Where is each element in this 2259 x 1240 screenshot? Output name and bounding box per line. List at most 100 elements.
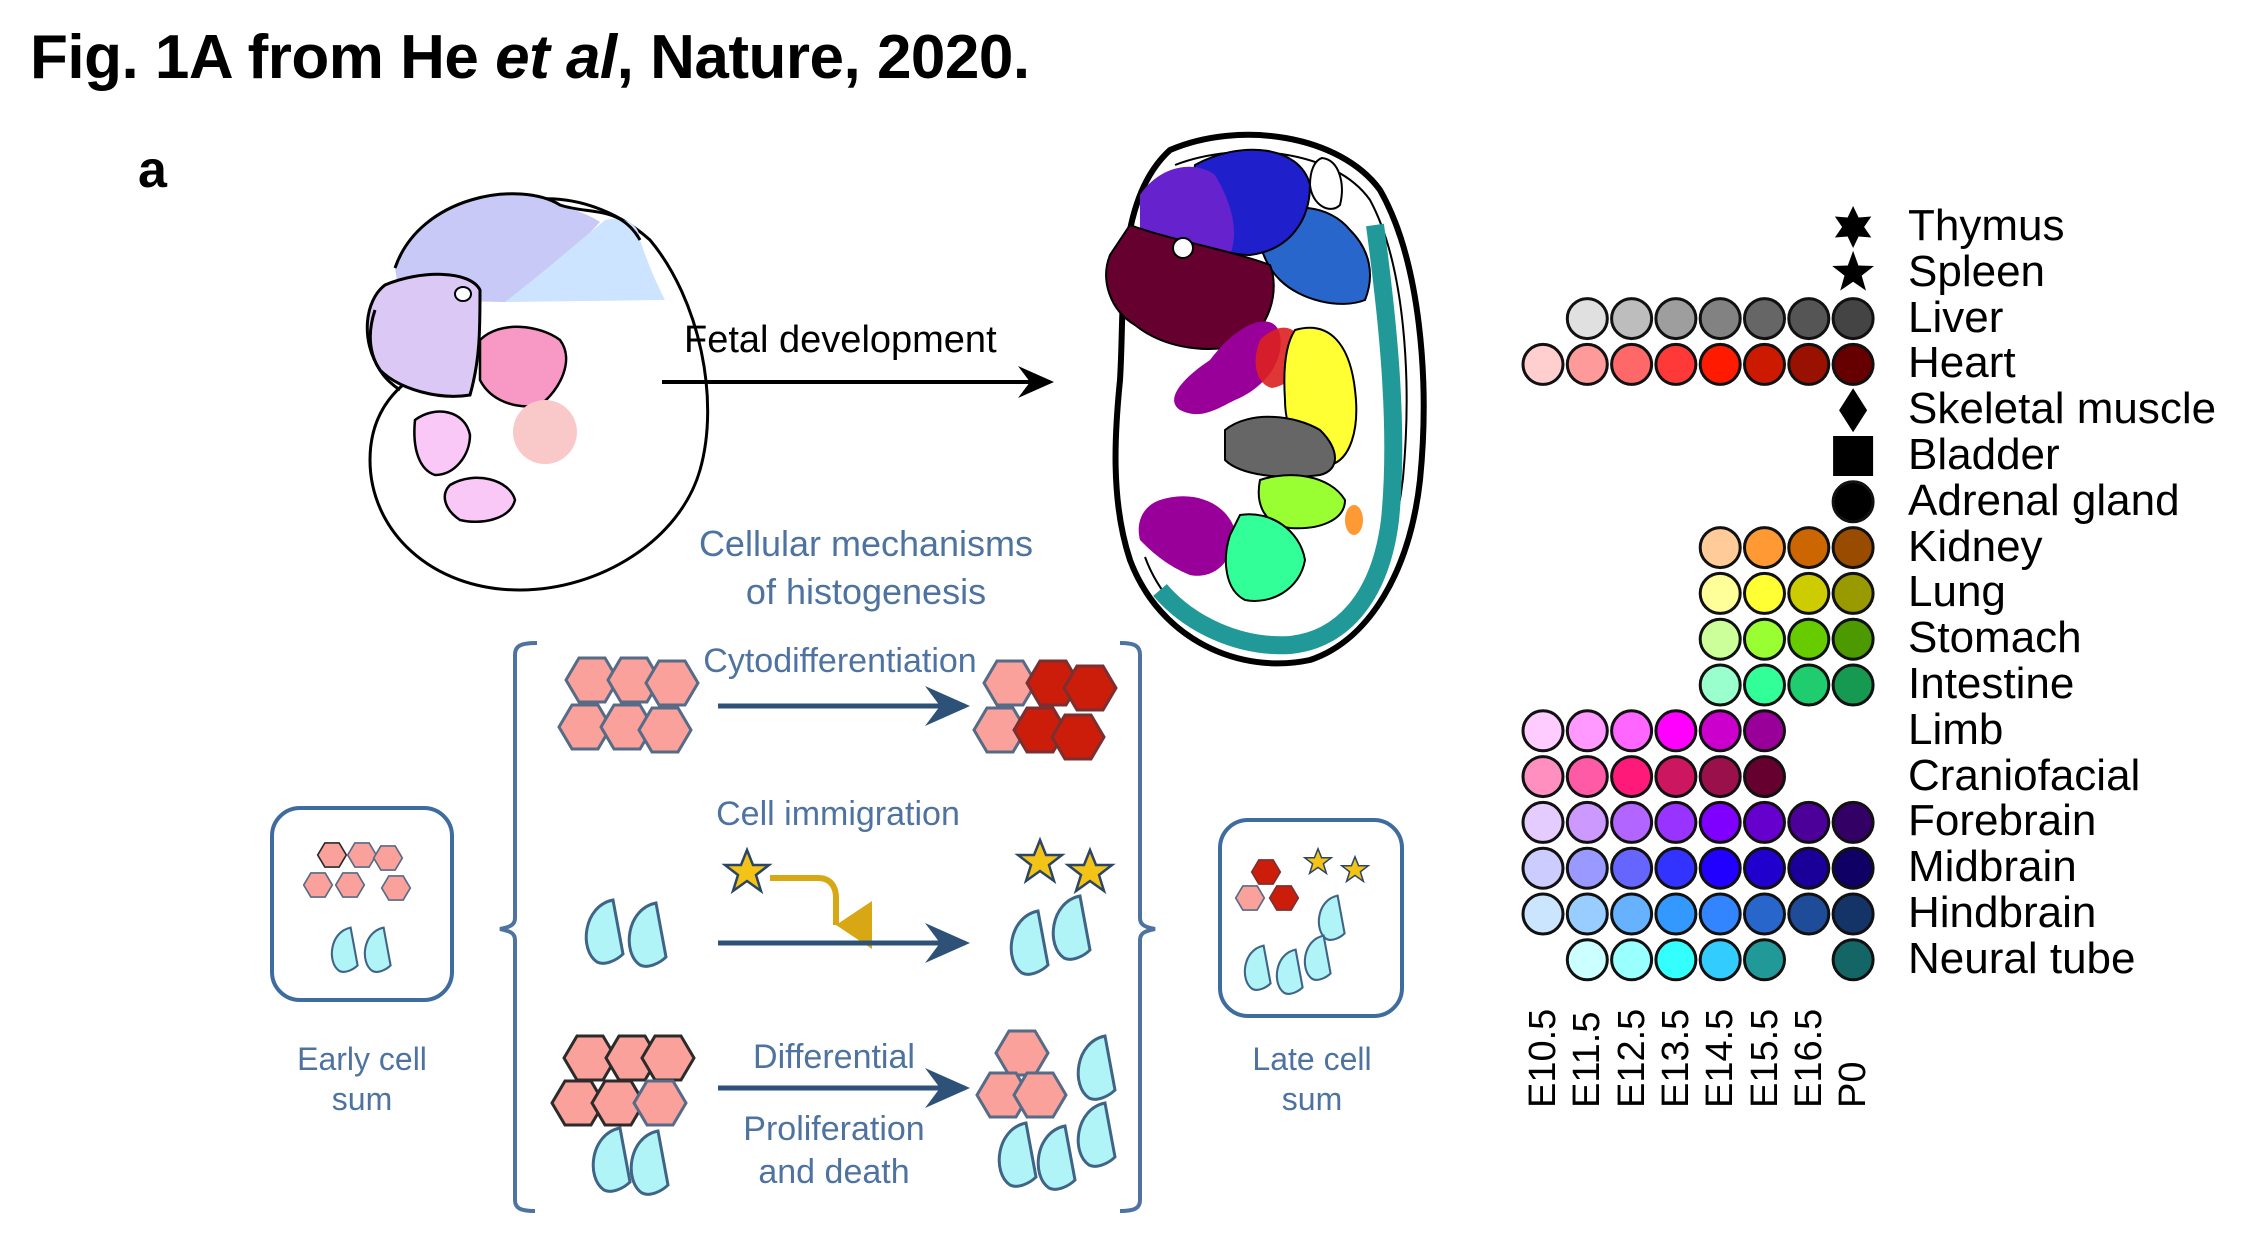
row-label-forebrain: Forebrain	[1908, 796, 2097, 846]
cell-immigration-after-cells	[1009, 838, 1114, 976]
dot-forebrain-e13-5	[1654, 800, 1698, 844]
x-tick-e15-5: E15.5	[1743, 1008, 1786, 1108]
row-label-hindbrain: Hindbrain	[1908, 888, 2097, 938]
dot-forebrain-e16-5	[1787, 800, 1831, 844]
dot-liver-e11-5	[1565, 297, 1609, 341]
dot-intestine-e14-5	[1698, 663, 1742, 707]
dot-neural-tube-e14-5	[1698, 938, 1742, 982]
dot-kidney-p0	[1831, 526, 1875, 570]
dot-heart-e16-5	[1787, 342, 1831, 386]
dot-forebrain-e14-5	[1698, 800, 1742, 844]
late-fetus-illustration	[1105, 131, 1427, 667]
x-tick-e16-5: E16.5	[1787, 1008, 1830, 1108]
dot-craniofacial-e13-5	[1654, 755, 1698, 799]
organ-stage-dot-chart	[1521, 206, 1875, 982]
dot-liver-e12-5	[1610, 297, 1654, 341]
dot-forebrain-e15-5	[1743, 800, 1786, 844]
dot-heart-e11-5	[1565, 342, 1609, 386]
dot-hindbrain-e12-5	[1610, 892, 1654, 936]
row-label-lung: Lung	[1908, 567, 2006, 617]
late-cell-sum-label-line2: sum	[1282, 1081, 1342, 1117]
late-cell-sum-box	[1218, 818, 1404, 1018]
fetus-hindlimb	[1138, 496, 1235, 576]
row-label-liver: Liver	[1908, 292, 2004, 342]
dot-neural-tube-e11-5	[1565, 938, 1609, 982]
dot-limb-e10-5	[1521, 709, 1565, 753]
dot-liver-e15-5	[1743, 297, 1786, 341]
proliferation-after-cells	[975, 1029, 1117, 1191]
fetus-liver	[1224, 415, 1336, 478]
dot-liver-e14-5	[1698, 297, 1742, 341]
embryo-heart-region	[478, 325, 568, 408]
x-tick-e12-5: E12.5	[1610, 1008, 1653, 1108]
row-label-craniofacial: Craniofacial	[1908, 750, 2141, 800]
fetus-forelimb	[1174, 321, 1281, 415]
dot-forebrain-p0	[1831, 800, 1875, 844]
immigration-path-arrow	[770, 875, 872, 949]
dot-craniofacial-e12-5	[1610, 755, 1654, 799]
dot-lung-p0	[1831, 571, 1875, 615]
dot-limb-e11-5	[1565, 709, 1609, 753]
dot-midbrain-e16-5	[1787, 846, 1831, 890]
embryo-hindlimb	[443, 476, 517, 524]
title-italic: et al	[495, 23, 617, 92]
dot-stomach-e15-5	[1743, 617, 1786, 661]
mechanisms-panel: Cellular mechanisms of histogenesis Cyto…	[270, 523, 1404, 1213]
embryo-head	[365, 272, 482, 398]
dot-neural-tube-e13-5	[1654, 938, 1698, 982]
row-label-heart: Heart	[1908, 338, 2016, 388]
title-suffix: , Nature, 2020.	[616, 23, 1030, 92]
row-label-intestine: Intestine	[1908, 659, 2075, 709]
cell-immigration-label: Cell immigration	[716, 795, 960, 833]
dot-limb-e12-5	[1610, 709, 1654, 753]
dot-skeletal-muscle-p0	[1839, 388, 1868, 433]
fetus-kidney	[1345, 505, 1363, 535]
figure-title: Fig. 1A from He et al, Nature, 2020.	[30, 22, 1030, 93]
embryo-liver-region	[513, 400, 577, 464]
dot-forebrain-e12-5	[1610, 800, 1654, 844]
row-label-kidney: Kidney	[1908, 521, 2043, 571]
dot-midbrain-e14-5	[1698, 846, 1742, 890]
differential-label: Differential	[753, 1038, 915, 1076]
dot-midbrain-p0	[1831, 846, 1875, 890]
cell-immigration-before-cells	[584, 898, 668, 968]
cytodifferentiation-label: Cytodifferentiation	[703, 642, 976, 680]
dot-lung-e15-5	[1743, 571, 1786, 615]
late-cell-sum-label-line1: Late cell	[1252, 1041, 1371, 1077]
title-prefix: Fig. 1A from He	[30, 23, 496, 92]
dot-neural-tube-e15-5	[1743, 938, 1786, 982]
dot-hindbrain-e14-5	[1698, 892, 1742, 936]
fetus-eye	[1172, 237, 1194, 259]
row-label-thymus: Thymus	[1908, 201, 2065, 251]
early-cell-sum-box	[270, 806, 454, 1002]
row-label-neural-tube: Neural tube	[1908, 933, 2136, 983]
dot-hindbrain-e13-5	[1654, 892, 1698, 936]
dot-stomach-e14-5	[1698, 617, 1742, 661]
dot-craniofacial-e10-5	[1521, 755, 1565, 799]
x-tick-e11-5: E11.5	[1566, 1011, 1609, 1108]
row-label-midbrain: Midbrain	[1908, 842, 2077, 892]
dot-midbrain-e13-5	[1654, 846, 1698, 890]
panel-label: a	[138, 141, 167, 199]
embryo-forelimb	[413, 410, 472, 477]
dot-liver-e13-5	[1654, 297, 1698, 341]
fetus-intestine	[1224, 513, 1307, 602]
dot-craniofacial-e11-5	[1565, 755, 1609, 799]
dot-liver-p0	[1831, 297, 1875, 341]
dot-hindbrain-e15-5	[1743, 892, 1786, 936]
dot-forebrain-e10-5	[1521, 800, 1565, 844]
cytodifferentiation-after-cells	[972, 659, 1118, 761]
dot-heart-p0	[1831, 342, 1875, 386]
row-label-spleen: Spleen	[1908, 246, 2046, 296]
fetal-development-arrow: Fetal development	[662, 319, 1054, 398]
dot-spleen-p0	[1832, 250, 1874, 291]
dot-kidney-e16-5	[1787, 526, 1831, 570]
dot-heart-e12-5	[1610, 342, 1654, 386]
proliferation-before-cells	[550, 1034, 696, 1196]
dot-heart-e14-5	[1698, 342, 1742, 386]
dot-intestine-p0	[1831, 663, 1875, 707]
row-label-adrenal-gland: Adrenal gland	[1908, 475, 2180, 525]
row-label-stomach: Stomach	[1908, 613, 2082, 663]
mechanisms-heading-line2: of histogenesis	[746, 571, 986, 612]
